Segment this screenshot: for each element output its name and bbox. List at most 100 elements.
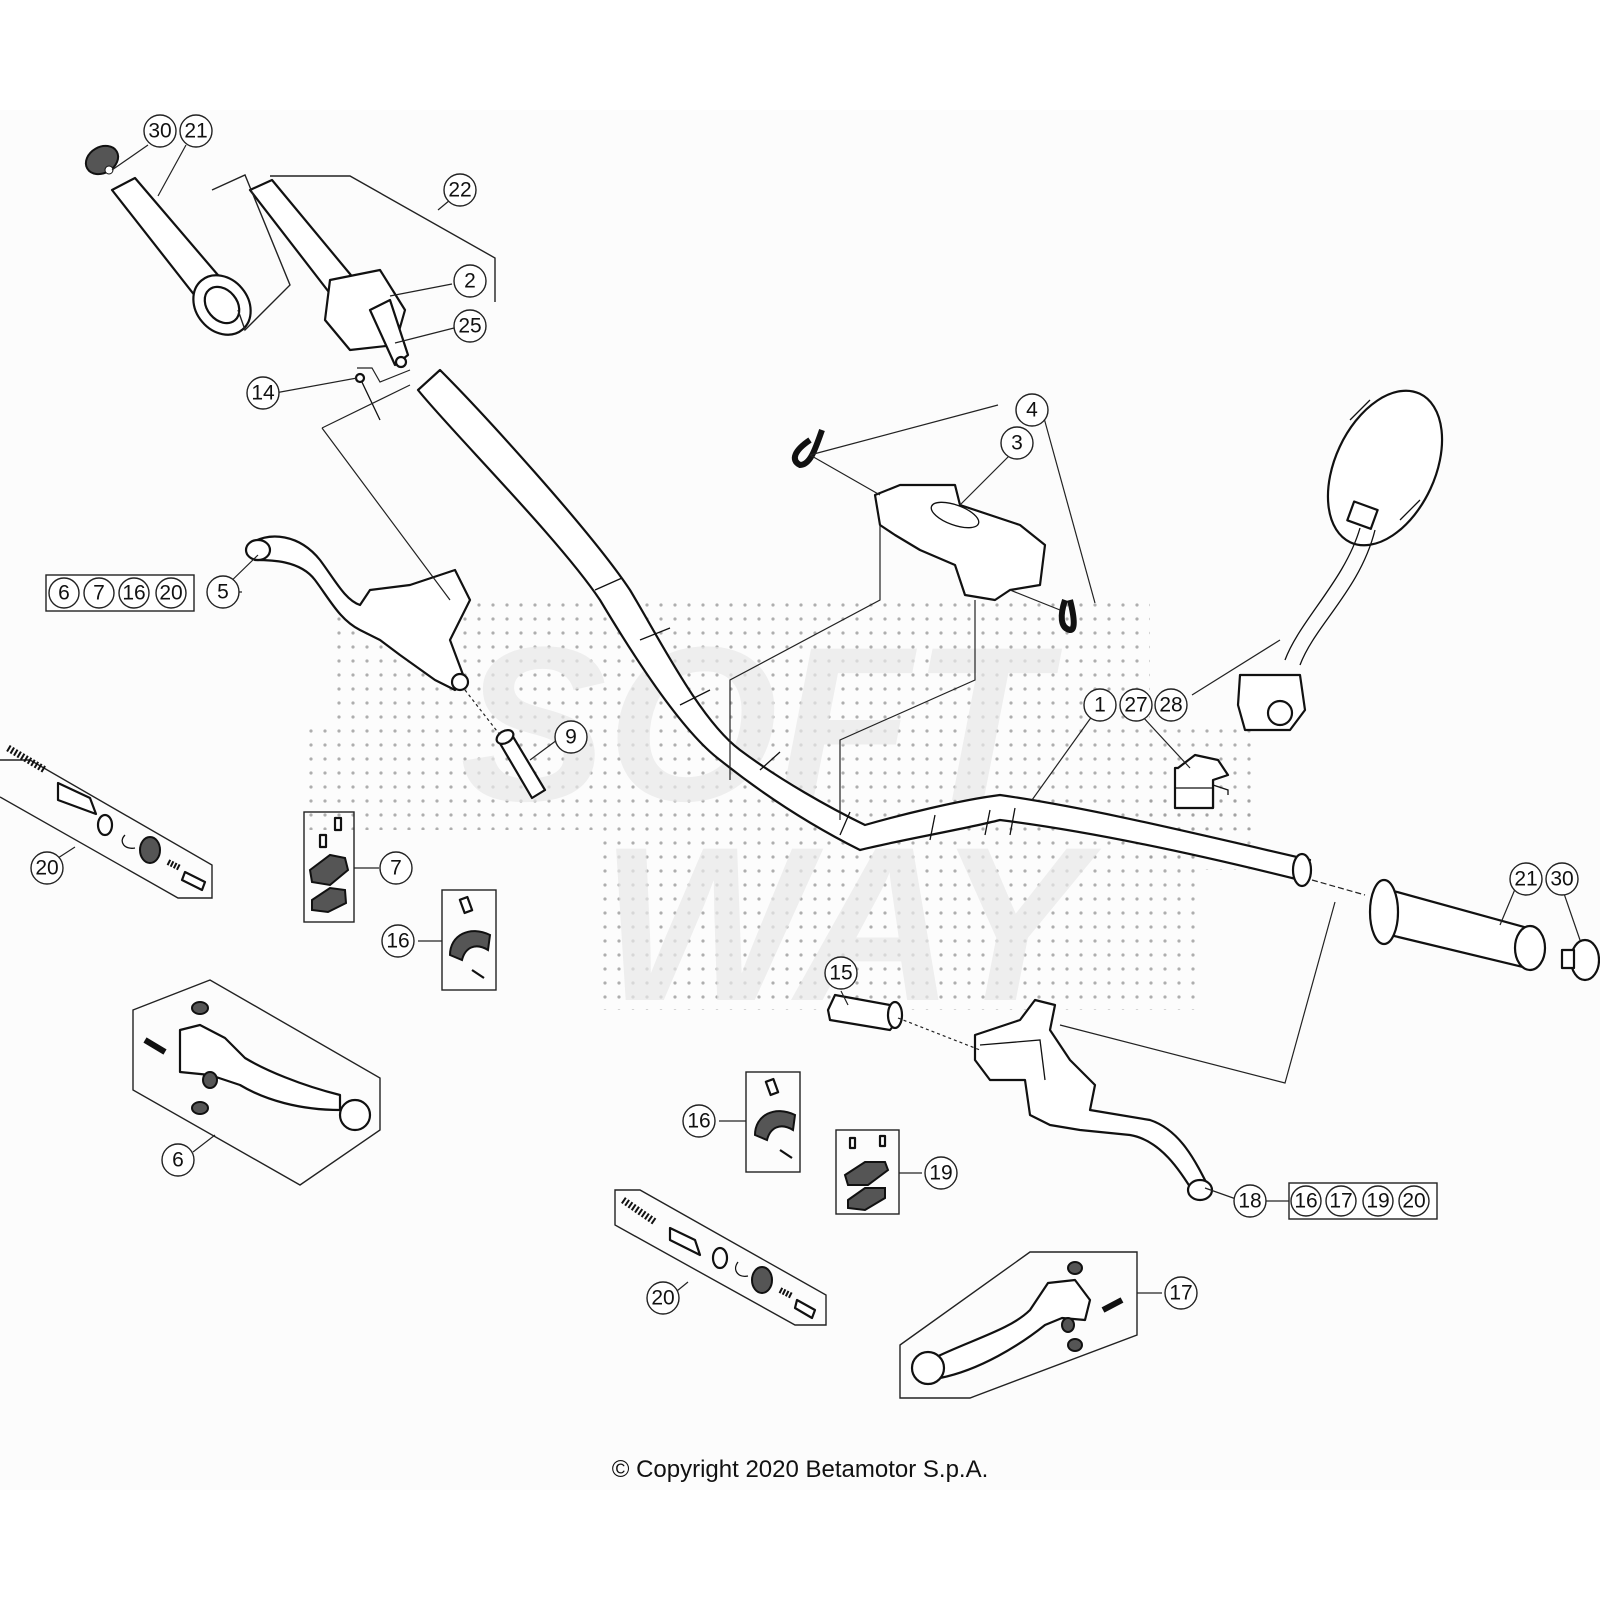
svg-text:5: 5 xyxy=(217,581,229,604)
cable-guide-left[interactable] xyxy=(791,429,825,469)
callout-6[interactable]: 6 xyxy=(161,1143,195,1177)
clamp-mount-line-left xyxy=(729,525,881,780)
svg-text:9: 9 xyxy=(565,726,577,749)
kit18-item-17[interactable]: 17 xyxy=(1325,1185,1357,1217)
kit5-item-16[interactable]: 16 xyxy=(118,577,150,609)
callout-20-brake[interactable]: 20 xyxy=(646,1281,680,1315)
callout-9[interactable]: 9 xyxy=(554,720,588,754)
kit18-item-16[interactable]: 16 xyxy=(1290,1185,1322,1217)
svg-text:19: 19 xyxy=(1366,1190,1389,1213)
left-grip-cap[interactable] xyxy=(81,140,123,180)
svg-text:20: 20 xyxy=(35,857,58,880)
kit18-item-19[interactable]: 19 xyxy=(1362,1185,1394,1217)
piston-kit-clutch[interactable] xyxy=(0,744,213,899)
callout-18[interactable]: 18 xyxy=(1233,1184,1267,1218)
svg-text:16: 16 xyxy=(1294,1190,1317,1213)
callout-14[interactable]: 14 xyxy=(246,376,280,410)
svg-text:16: 16 xyxy=(386,930,409,953)
right-grip-axis xyxy=(1311,879,1366,896)
callout-17[interactable]: 17 xyxy=(1164,1276,1198,1310)
throttle-kit-bracket xyxy=(270,175,496,302)
callout-21-right[interactable]: 21 xyxy=(1509,862,1543,896)
kit5-item-6[interactable]: 6 xyxy=(48,577,80,609)
svg-text:16: 16 xyxy=(122,582,145,605)
callout-15[interactable]: 15 xyxy=(824,956,858,990)
svg-text:20: 20 xyxy=(1402,1190,1425,1213)
throttle-grip-assembly[interactable] xyxy=(248,178,410,369)
callout-7[interactable]: 7 xyxy=(379,851,413,885)
callout-27[interactable]: 27 xyxy=(1119,688,1153,722)
svg-text:27: 27 xyxy=(1124,694,1147,717)
callout-25[interactable]: 25 xyxy=(453,309,487,343)
svg-text:17: 17 xyxy=(1169,1282,1192,1305)
reservoir-cover-kit-clutch[interactable] xyxy=(303,811,355,923)
callout-4[interactable]: 4 xyxy=(1015,393,1049,427)
front-brake-master-cylinder[interactable] xyxy=(973,998,1214,1202)
callout-1[interactable]: 1 xyxy=(1083,688,1117,722)
callout-21-left[interactable]: 21 xyxy=(179,114,213,148)
pin-bracket xyxy=(357,367,411,383)
svg-text:22: 22 xyxy=(448,179,471,202)
reservoir-cover-kit-brake[interactable] xyxy=(835,1129,900,1215)
svg-text:6: 6 xyxy=(172,1149,184,1172)
clutch-lever-kit[interactable] xyxy=(132,979,381,1186)
bushing-15[interactable] xyxy=(826,993,904,1032)
handlebar-clamp[interactable] xyxy=(873,483,1047,602)
bushing-9[interactable] xyxy=(494,727,547,800)
watermark: SOFT WAY xyxy=(460,601,1102,1047)
pin[interactable] xyxy=(354,372,381,421)
svg-text:1: 1 xyxy=(1094,694,1106,717)
callout-22[interactable]: 22 xyxy=(443,173,477,207)
callout-5[interactable]: 5 xyxy=(206,575,240,609)
brake-mount-bracket xyxy=(1059,901,1336,1084)
callout-3[interactable]: 3 xyxy=(1000,426,1034,460)
svg-text:21: 21 xyxy=(1514,868,1537,891)
svg-text:7: 7 xyxy=(93,582,105,605)
diagram-canvas: SOFT WAY xyxy=(0,110,1600,1490)
cable-guide-axis xyxy=(809,454,1061,611)
callout-20-clutch[interactable]: 20 xyxy=(30,851,64,885)
piston-kit-brake[interactable] xyxy=(614,1189,827,1326)
svg-text:7: 7 xyxy=(390,857,402,880)
callout-16-brake[interactable]: 16 xyxy=(682,1104,716,1138)
svg-text:20: 20 xyxy=(159,582,182,605)
svg-text:25: 25 xyxy=(458,315,481,338)
kit5-item-7[interactable]: 7 xyxy=(83,577,115,609)
clutch-master-cylinder[interactable] xyxy=(244,535,472,692)
left-grip[interactable] xyxy=(110,176,262,346)
callout-30-left[interactable]: 30 xyxy=(143,114,177,148)
svg-text:14: 14 xyxy=(251,382,275,405)
mirror[interactable] xyxy=(1236,373,1465,732)
svg-text:20: 20 xyxy=(651,1287,674,1310)
right-grip[interactable] xyxy=(1368,878,1547,972)
svg-text:18: 18 xyxy=(1238,1190,1261,1213)
kit18-item-20[interactable]: 20 xyxy=(1398,1185,1430,1217)
svg-text:19: 19 xyxy=(929,1162,952,1185)
handlebar[interactable] xyxy=(416,368,1313,888)
brake-lever-kit[interactable] xyxy=(899,1251,1138,1399)
callout-16-clutch[interactable]: 16 xyxy=(381,924,415,958)
clamp-kit-brake[interactable] xyxy=(745,1071,801,1173)
svg-text:6: 6 xyxy=(58,582,70,605)
switch[interactable] xyxy=(1173,753,1230,810)
callout-19[interactable]: 19 xyxy=(924,1156,958,1190)
clamp-mount-line-right xyxy=(839,600,976,820)
svg-text:30: 30 xyxy=(1550,868,1573,891)
parts-diagram: SOFT WAY xyxy=(0,114,1600,1399)
svg-text:28: 28 xyxy=(1159,694,1182,717)
svg-text:3: 3 xyxy=(1011,432,1023,455)
callout-30-right[interactable]: 30 xyxy=(1545,862,1579,896)
cable-guide-right[interactable] xyxy=(1058,599,1077,634)
clamp-kit-clutch[interactable] xyxy=(441,889,497,991)
clutch-centerline xyxy=(321,384,451,601)
svg-text:16: 16 xyxy=(687,1110,710,1133)
halftone-background xyxy=(300,600,1260,1010)
callout-28[interactable]: 28 xyxy=(1154,688,1188,722)
svg-text:2: 2 xyxy=(464,270,476,293)
kit5-item-20[interactable]: 20 xyxy=(155,577,187,609)
svg-text:30: 30 xyxy=(148,120,171,143)
right-grip-cap[interactable] xyxy=(1560,938,1600,982)
throttle-group-bracket xyxy=(211,174,291,332)
spring-icon xyxy=(6,744,47,774)
callout-2[interactable]: 2 xyxy=(453,264,487,298)
